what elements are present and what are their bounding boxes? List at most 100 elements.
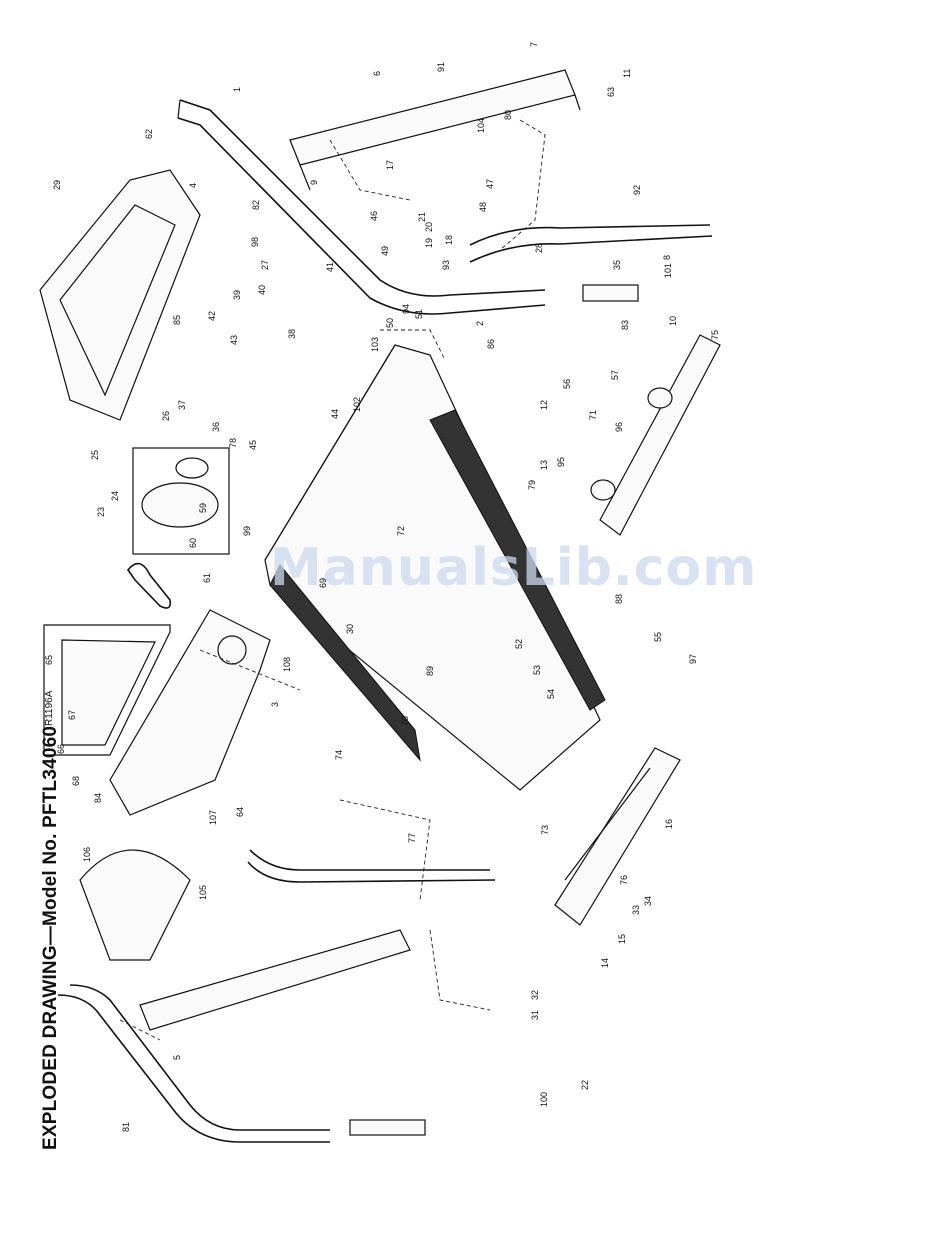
part-callout: 62: [144, 129, 154, 139]
part-callout: 30: [345, 624, 355, 634]
part-callout: 88: [614, 594, 624, 604]
part-callout: 73: [540, 825, 550, 835]
part-callout: 60: [188, 538, 198, 548]
drawing-title: EXPLODED DRAWING—Model No. PFTL34060: [40, 725, 61, 1150]
part-callout: 3: [270, 702, 280, 707]
part-callout: 64: [235, 807, 245, 817]
part-callout: 53: [532, 665, 542, 675]
part-callout: 51: [414, 309, 424, 319]
part-callout: 49: [380, 246, 390, 256]
part-callout: 6: [372, 71, 382, 76]
side-guard: [79, 849, 191, 961]
part-callout: 92: [632, 185, 642, 195]
console-base: [109, 609, 271, 816]
part-callout: 2: [475, 321, 485, 326]
part-callout: 56: [562, 379, 572, 389]
upright-rail-left: [139, 929, 411, 1031]
part-callout: 5: [172, 1055, 182, 1060]
motor-hood-box: [132, 447, 230, 555]
part-callout: 45: [248, 440, 258, 450]
part-callout: 37: [177, 400, 187, 410]
part-callout: 1: [232, 87, 242, 92]
part-callout: 72: [396, 526, 406, 536]
part-callout: 31: [530, 1010, 540, 1020]
part-callout: 68: [71, 776, 81, 786]
part-callout: 86: [486, 339, 496, 349]
part-callout: 4: [188, 183, 198, 188]
part-callout: 97: [688, 654, 698, 664]
part-callout: 70: [400, 716, 410, 726]
part-callout: 66: [56, 744, 66, 754]
part-callout: 42: [207, 311, 217, 321]
part-callout: 34: [643, 896, 653, 906]
part-callout: 89: [425, 666, 435, 676]
part-callout: 14: [600, 958, 610, 968]
drive-belt: [127, 562, 172, 609]
part-callout: 24: [110, 491, 120, 501]
part-callout: 65: [44, 655, 54, 665]
walking-deck-frame: [264, 344, 606, 791]
part-callout: 28: [534, 243, 544, 253]
part-callout: 36: [211, 422, 221, 432]
part-callout: 80: [503, 110, 513, 120]
part-callout: 94: [401, 304, 411, 314]
part-callout: 84: [93, 793, 103, 803]
part-callout: 10: [668, 316, 678, 326]
console-hood: [39, 169, 201, 421]
part-callout: 85: [172, 315, 182, 325]
part-callout: 100: [539, 1092, 549, 1107]
part-callout: 98: [250, 237, 260, 247]
part-callout: 29: [52, 180, 62, 190]
part-callout: 105: [198, 885, 208, 900]
part-callout: 96: [614, 422, 624, 432]
part-callout: 74: [334, 750, 344, 760]
part-callout: 104: [476, 118, 486, 133]
part-callout: 99: [242, 526, 252, 536]
part-callout: 81: [121, 1122, 131, 1132]
part-callout: 50: [385, 318, 395, 328]
part-callout: 39: [232, 290, 242, 300]
part-callout: 76: [619, 875, 629, 885]
part-callout: 106: [82, 847, 92, 862]
part-callout: 69: [318, 578, 328, 588]
part-callout: 79: [527, 480, 537, 490]
part-callout: 16: [664, 819, 674, 829]
part-callout: 23: [96, 507, 106, 517]
part-callout: 17: [385, 160, 395, 170]
watermark: ManualsLib.com: [270, 538, 758, 598]
part-callout: 55: [653, 632, 663, 642]
part-callout: 20: [424, 222, 434, 232]
part-callout: 93: [441, 260, 451, 270]
part-callout: 101: [663, 263, 673, 278]
part-callout: 40: [257, 285, 267, 295]
part-callout: 95: [556, 457, 566, 467]
part-callout: 52: [514, 639, 524, 649]
part-callout: 91: [436, 62, 446, 72]
part-callout: 63: [606, 87, 616, 97]
part-callout: 108: [282, 657, 292, 672]
upright-rail-right: [289, 69, 581, 191]
part-callout: 18: [444, 235, 454, 245]
part-callout: 22: [580, 1080, 590, 1090]
part-callout: 107: [208, 810, 218, 825]
part-callout: 15: [617, 934, 627, 944]
part-callout: 13: [539, 460, 549, 470]
part-callout: 67: [67, 710, 77, 720]
part-callout: 38: [287, 329, 297, 339]
arm-right: [469, 224, 713, 302]
part-callout: 43: [229, 335, 239, 345]
part-callout: 8: [662, 255, 672, 260]
console-inset: [43, 624, 171, 756]
part-callout: 83: [620, 320, 630, 330]
part-callout: 102: [352, 397, 362, 412]
part-callout: 59: [198, 503, 208, 513]
arm-lower: [247, 849, 496, 883]
part-callout: 54: [546, 689, 556, 699]
rear-frame: [554, 747, 681, 926]
part-callout: 41: [325, 262, 335, 272]
part-callout: 47: [485, 179, 495, 189]
part-callout: 25: [90, 450, 100, 460]
part-callout: 7: [529, 42, 539, 47]
part-callout: 11: [622, 69, 632, 78]
